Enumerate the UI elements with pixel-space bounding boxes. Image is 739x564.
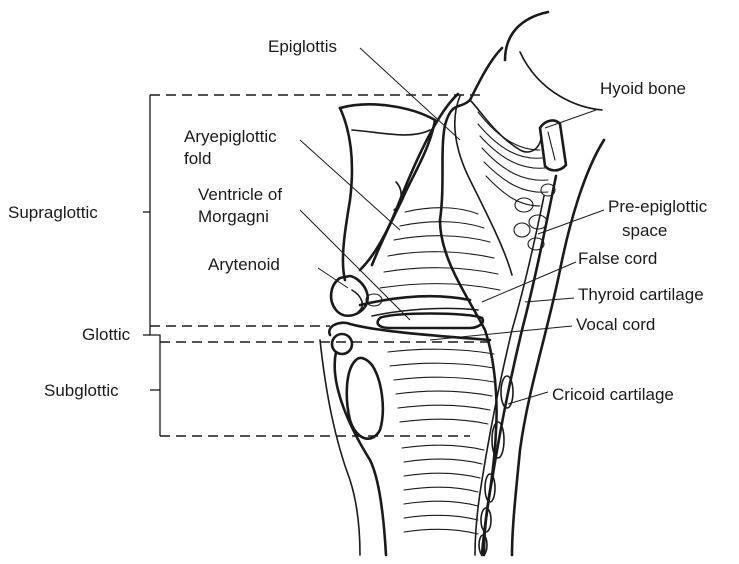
- posterior-pharyngeal-wall: [512, 140, 604, 555]
- vocal-cord-line: [329, 323, 490, 340]
- quadrangular-membrane: [340, 104, 435, 265]
- thyroid-cartilage-outer: [484, 176, 556, 555]
- label-ventricle-line2: Morgagni: [198, 207, 269, 226]
- label-arytenoid: Arytenoid: [208, 255, 280, 274]
- ventricle-of-morgagni: [378, 314, 483, 329]
- label-glottic: Glottic: [82, 325, 131, 344]
- epiglottis-outline: [440, 48, 502, 220]
- label-subglottic: Subglottic: [44, 381, 119, 400]
- vocal-process: [332, 334, 352, 354]
- region-brackets: [143, 95, 490, 436]
- glottic-bracket: [150, 326, 160, 342]
- label-pre-epiglottic-line1: Pre-epiglottic: [608, 197, 708, 216]
- label-epiglottis: Epiglottis: [268, 37, 337, 56]
- label-false-cord: False cord: [578, 249, 657, 268]
- hyoid-bone-leader: [545, 110, 596, 128]
- label-hyoid-bone: Hyoid bone: [600, 79, 686, 98]
- aryepiglottic-fold-leader: [300, 140, 400, 230]
- labels: Epiglottis Hyoid bone Aryepiglottic fold…: [8, 37, 708, 404]
- false-cord-line: [360, 296, 470, 305]
- tongue-base-outline: [505, 12, 548, 60]
- label-aryepiglottic-line2: fold: [184, 149, 211, 168]
- anterior-laryngeal-wall: [440, 220, 497, 555]
- subglottic-ring-lines: [388, 349, 494, 534]
- label-supraglottic: Supraglottic: [8, 203, 98, 222]
- ventricle-leader: [300, 210, 410, 320]
- epiglottis-leader: [360, 48, 460, 140]
- label-ventricle-line1: Ventricle of: [198, 185, 282, 204]
- label-thyroid-cartilage: Thyroid cartilage: [578, 285, 704, 304]
- label-pre-epiglottic-line2: space: [622, 221, 667, 240]
- larynx-illustration: [320, 12, 604, 555]
- hyoid-bone-shape: [540, 121, 566, 171]
- cricoid-lamina: [347, 358, 383, 439]
- label-vocal-cord: Vocal cord: [576, 315, 655, 334]
- label-cricoid-cartilage: Cricoid cartilage: [552, 385, 674, 404]
- label-aryepiglottic-line1: Aryepiglottic: [184, 127, 277, 146]
- pre-epiglottic-fibers: [478, 112, 555, 250]
- thyroid-cartilage-leader: [525, 298, 574, 302]
- arytenoid-cartilage: [331, 276, 368, 316]
